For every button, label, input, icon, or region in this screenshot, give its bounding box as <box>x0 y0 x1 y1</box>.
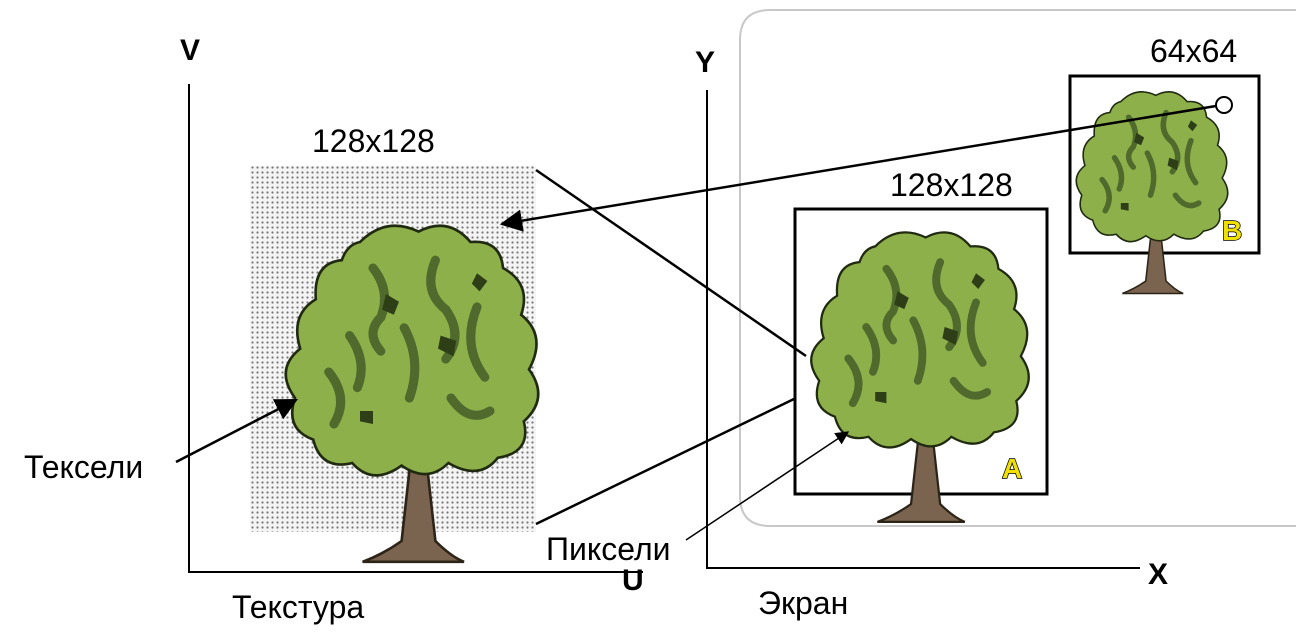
axis-u-label: U <box>622 564 644 597</box>
axis-y-label: Y <box>695 46 715 79</box>
object-b-size-label: 64x64 <box>1150 33 1237 69</box>
arrow-icon-pixels <box>685 431 850 541</box>
axis-v-label: V <box>180 34 200 67</box>
texture-caption: Текстура <box>232 589 364 625</box>
screen-caption: Экран <box>758 585 848 621</box>
arrow-icon-b-to-texture <box>499 104 1217 232</box>
object-a-size-label: 128x128 <box>890 167 1013 203</box>
texels-label: Тексели <box>24 449 143 485</box>
object-b-badge: B <box>1222 215 1242 246</box>
mapping-line-top <box>535 168 807 358</box>
axis-x-label: X <box>1148 558 1168 591</box>
screen-axes <box>706 90 1140 569</box>
texture-size-label: 128x128 <box>312 123 435 159</box>
arrow-icon-texels <box>175 398 298 464</box>
circle-marker-icon <box>1215 96 1233 114</box>
pixels-label: Пиксели <box>546 531 671 567</box>
screen-frame <box>739 9 1296 527</box>
object-a-badge: A <box>1002 453 1022 484</box>
mapping-line-bottom <box>535 396 797 526</box>
texture-axes <box>188 84 643 573</box>
object-b-tree-icon <box>1076 92 1227 294</box>
